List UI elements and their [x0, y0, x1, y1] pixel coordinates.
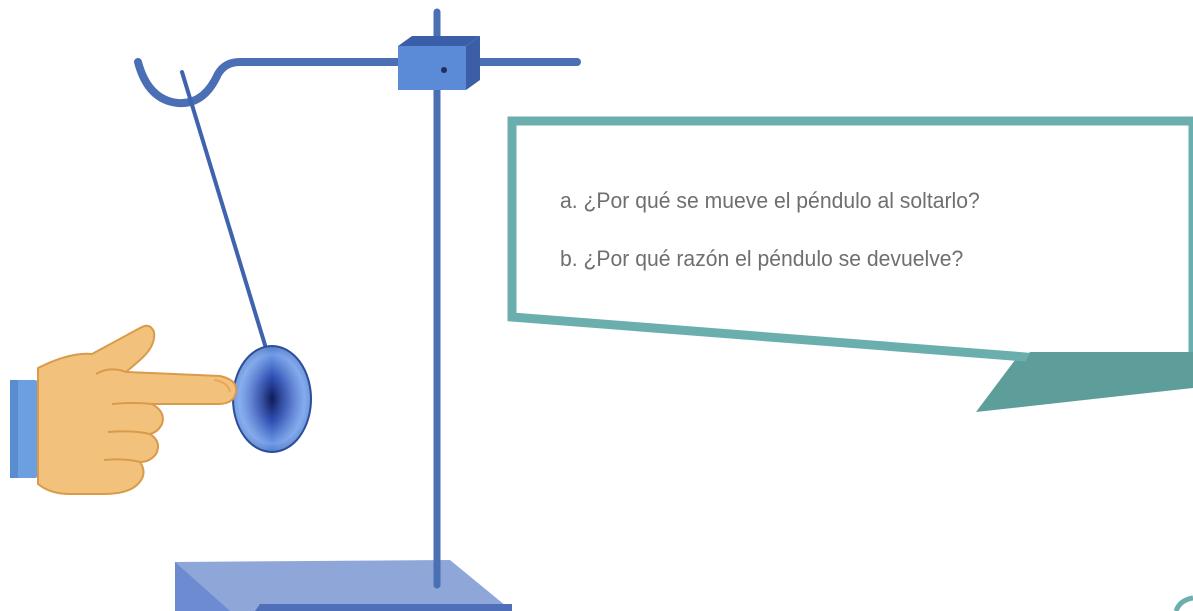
stand-base	[175, 560, 512, 611]
question-b: b. ¿Por qué razón el péndulo se devuelve…	[560, 246, 964, 271]
stand-arm	[134, 58, 581, 108]
corner-accent	[1173, 595, 1193, 611]
bubble-body	[507, 116, 1193, 375]
speech-bubble-icon	[507, 116, 1193, 412]
pendulum-string	[180, 70, 267, 347]
stand-base-top	[175, 560, 512, 611]
hand-pointing-icon	[10, 324, 238, 495]
clamp-icon	[398, 36, 480, 90]
pendulum-bob-icon	[232, 345, 312, 453]
stand-base-edge	[255, 604, 512, 611]
question-a: a. ¿Por qué se mueve el péndulo al solta…	[560, 188, 980, 213]
bubble-questions: a. ¿Por qué se mueve el péndulo al solta…	[560, 172, 1124, 288]
stand-base-side	[175, 562, 230, 611]
